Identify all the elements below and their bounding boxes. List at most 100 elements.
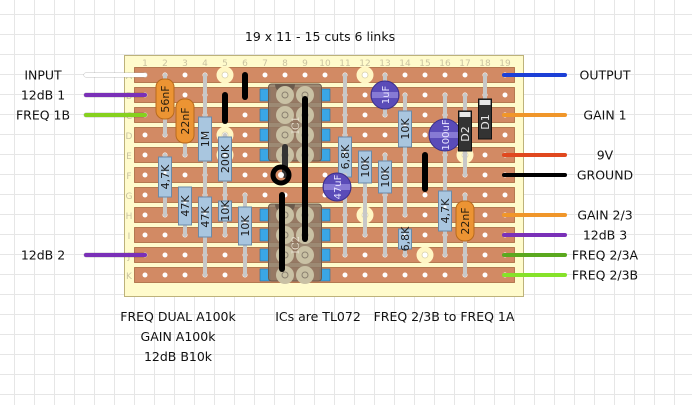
hole [182, 92, 188, 98]
hole [262, 172, 268, 178]
hole [242, 152, 248, 158]
hole [422, 192, 428, 198]
resistor-body [438, 190, 452, 232]
hole [282, 72, 288, 78]
column-number: 6 [242, 59, 248, 69]
hole [262, 72, 268, 78]
ic-pin [276, 126, 294, 144]
diode-body [458, 110, 472, 152]
diode: D2 [458, 93, 472, 177]
resistor-value: 4,7K [439, 198, 452, 223]
hole [362, 132, 368, 138]
resistor: 6,8K [338, 73, 352, 257]
hole [482, 172, 488, 178]
wire-label: FREQ 2/3B [572, 268, 638, 283]
electrolytic-capacitor: 47uF [322, 172, 352, 202]
film-capacitor: 56nF [155, 73, 175, 137]
hole [242, 172, 248, 178]
resistor: 200K [218, 133, 232, 197]
resistor: 10K [398, 93, 412, 217]
resistor-value: 4,7K [159, 164, 172, 189]
hole [322, 72, 328, 78]
hole [262, 192, 268, 198]
hole [422, 232, 428, 238]
hole [222, 72, 228, 78]
resistor-value: 6,8K [339, 144, 352, 169]
resistor-value: 10K [379, 166, 392, 188]
row-letter: H [126, 212, 133, 222]
ic-ic1: IC1 [268, 83, 322, 164]
hole [162, 252, 168, 258]
column-number: 8 [282, 59, 288, 69]
hole [422, 92, 428, 98]
hole [183, 200, 187, 204]
row-letter: I [128, 232, 131, 242]
resistor-value: 6,8K [399, 226, 412, 251]
wire-label: 12dB 1 [21, 88, 65, 103]
resistor: 10K [218, 193, 232, 237]
link-junction-hole [278, 172, 284, 178]
hole [142, 172, 148, 178]
hole [182, 252, 188, 258]
hole [462, 72, 468, 78]
capacitor-body [455, 200, 475, 242]
wire-label: GROUND [577, 168, 633, 183]
ic-ic2: IC2 [268, 203, 322, 284]
hole [362, 72, 368, 78]
wire-label: OUTPUT [580, 68, 631, 83]
resistor-body [358, 150, 372, 184]
resistor-value: 1M [199, 131, 212, 148]
hole [182, 72, 188, 78]
diode-body [478, 98, 492, 140]
hole [442, 72, 448, 78]
ic-pin-hole [301, 251, 309, 259]
hole [502, 92, 508, 98]
ic-pin-hole [281, 91, 289, 99]
column-number: 14 [399, 59, 411, 69]
diode-label: D2 [459, 126, 472, 141]
ic-pin-hole [281, 111, 289, 119]
hole [482, 212, 488, 218]
resistor-body [198, 196, 212, 238]
wire-label: INPUT [24, 68, 62, 83]
column-number: 4 [202, 59, 208, 69]
hole [422, 212, 428, 218]
resistor-body [238, 206, 252, 246]
note-line: FREQ DUAL A100k [120, 309, 236, 324]
hole [182, 172, 188, 178]
column-number: 9 [302, 59, 308, 69]
film-capacitor: 22nF [455, 193, 475, 277]
hole [162, 272, 168, 278]
column-number: 18 [479, 59, 491, 69]
capacitor-value: 1uF [381, 86, 392, 105]
resistor-value: 10K [239, 215, 252, 237]
resistor-body [218, 136, 232, 182]
hole [222, 252, 228, 258]
diode: D1 [478, 73, 492, 140]
hole [422, 72, 428, 78]
resistor: 6,8K [398, 226, 412, 257]
column-number: 16 [439, 59, 451, 69]
column-number: 7 [262, 59, 268, 69]
column-number: 3 [182, 59, 188, 69]
hole [362, 252, 368, 258]
resistor: 4,7K [158, 153, 172, 217]
ic-label: IC1 [291, 116, 302, 134]
hole [142, 272, 148, 278]
hole [422, 272, 428, 278]
hole [482, 232, 488, 238]
ic-pin [276, 86, 294, 104]
hole [362, 92, 368, 98]
resistor-value: 10K [359, 156, 372, 178]
resistor: 47K [178, 186, 192, 237]
hole [482, 152, 488, 158]
wire-label: FREQ 1B [16, 108, 70, 123]
hole [362, 272, 368, 278]
resistor: 10K [378, 153, 392, 257]
hole [142, 212, 148, 218]
row-letter: D [126, 132, 133, 142]
resistor-value: 10K [399, 118, 412, 140]
resistor-body [378, 160, 392, 194]
row-letter: F [126, 172, 131, 182]
